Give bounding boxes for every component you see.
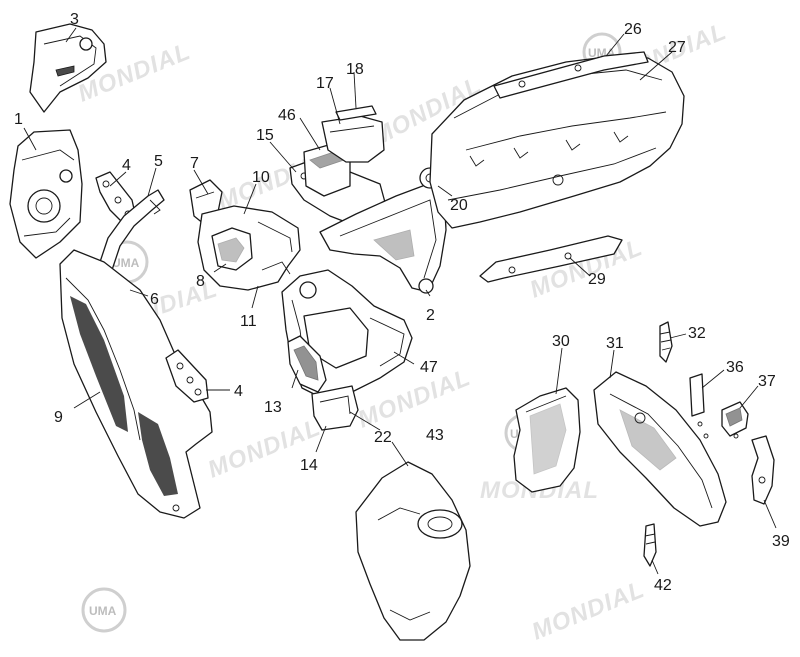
callout-7: 7 — [190, 155, 199, 172]
callout-2: 2 — [426, 307, 435, 324]
part-29-trim — [479, 235, 623, 283]
part-43-lower-cover — [355, 461, 471, 641]
callout-27: 27 — [668, 39, 686, 56]
part-9-grille-panel — [59, 249, 213, 519]
callout-15: 15 — [256, 127, 274, 144]
callout-4: 4 — [234, 383, 243, 400]
part-3-bracket-cover — [29, 23, 107, 113]
callout-3: 3 — [70, 11, 79, 28]
callout-5: 5 — [154, 153, 163, 170]
callout-42: 42 — [654, 577, 672, 594]
part-37-clip — [721, 401, 749, 437]
callout-13: 13 — [264, 399, 282, 416]
part-5-support-bracket — [99, 189, 165, 271]
part-32-bolt — [659, 321, 673, 363]
callout-9: 9 — [54, 409, 63, 426]
part-39-bracket — [751, 435, 775, 505]
callout-18: 18 — [346, 61, 364, 78]
callout-37: 37 — [758, 373, 776, 390]
part-13-duct-panel — [287, 335, 327, 393]
callout-4: 4 — [122, 157, 131, 174]
uma-logo-text: UMA — [89, 604, 117, 618]
callout-14: 14 — [300, 457, 318, 474]
callout-10: 10 — [252, 169, 270, 186]
watermark-text: MONDIAL — [528, 576, 648, 646]
callout-39: 39 — [772, 533, 790, 550]
part-17-cover — [321, 115, 385, 163]
callout-47: 47 — [420, 359, 438, 376]
leader-lines — [23, 27, 777, 575]
callout-1: 1 — [14, 111, 23, 128]
callout-20: 20 — [450, 197, 468, 214]
callout-numbers: 3 1 4 5 7 10 8 11 6 9 4 13 14 22 47 15 4… — [14, 11, 790, 594]
callout-36: 36 — [726, 359, 744, 376]
uma-logo: UMA — [81, 587, 127, 633]
callout-22: 22 — [374, 429, 392, 446]
callout-30: 30 — [552, 333, 570, 350]
part-30-headlight-cover — [513, 387, 581, 493]
uma-logo-text: UMA — [112, 256, 140, 270]
callout-8: 8 — [196, 273, 205, 290]
callout-29: 29 — [588, 271, 606, 288]
callout-17: 17 — [316, 75, 334, 92]
part-14-duct-lip — [311, 385, 359, 431]
callout-32: 32 — [688, 325, 706, 342]
part-36-tab — [689, 373, 705, 417]
part-18-strip — [335, 105, 377, 121]
callout-46: 46 — [278, 107, 296, 124]
small-fasteners — [697, 421, 739, 439]
callout-26: 26 — [624, 21, 642, 38]
callout-11: 11 — [240, 313, 257, 330]
part-4-lower-plate — [165, 349, 209, 403]
callout-43: 43 — [426, 427, 444, 444]
callout-31: 31 — [606, 335, 624, 352]
part-1-side-cover — [9, 129, 83, 259]
callout-6: 6 — [150, 291, 159, 308]
part-26-trim-strip — [493, 51, 649, 99]
part-42-bolt — [643, 523, 657, 567]
part-31-front-fairing — [593, 371, 727, 527]
part-10-duct-cover — [197, 205, 301, 291]
